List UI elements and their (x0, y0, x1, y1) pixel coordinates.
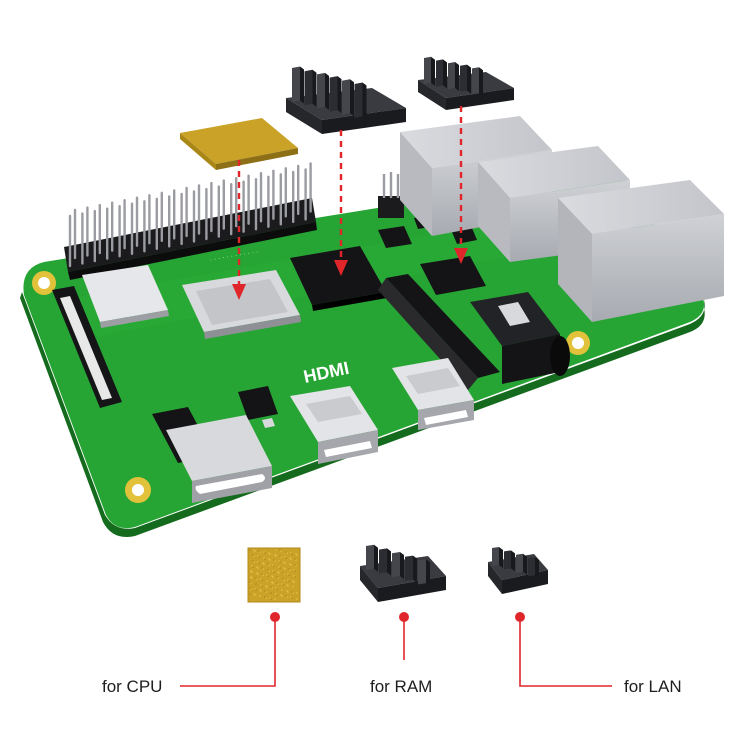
lan-chip (420, 256, 486, 295)
legend-leader-dots (270, 612, 525, 622)
install-guide-arrows (237, 106, 463, 286)
gpio-header (64, 162, 317, 280)
lan-heatsink (418, 56, 514, 110)
legend-ram-heatsink (360, 544, 446, 602)
install-arrowheads (232, 248, 468, 300)
cpu-chip (182, 270, 301, 339)
label-for-lan: for LAN (624, 677, 682, 696)
legend-copper-pad (247, 547, 301, 603)
display-connector (52, 286, 122, 408)
usb-c-port (152, 407, 272, 503)
wifi-module (82, 265, 169, 328)
audio-jack (470, 292, 570, 384)
ethernet-port-block (558, 180, 724, 322)
legend-lan-heatsink (488, 547, 548, 594)
label-for-cpu: for CPU (102, 677, 163, 696)
csi-connector (378, 274, 500, 390)
cpu-copper-pad (180, 118, 298, 170)
micro-hdmi-port-1 (290, 386, 378, 464)
label-for-ram: for RAM (370, 677, 433, 696)
poe-header (378, 172, 404, 218)
ram-heatsink (286, 66, 406, 134)
legend-leader-lines (180, 617, 612, 687)
micro-hdmi-port-2 (392, 358, 474, 430)
ram-chip (290, 246, 387, 311)
